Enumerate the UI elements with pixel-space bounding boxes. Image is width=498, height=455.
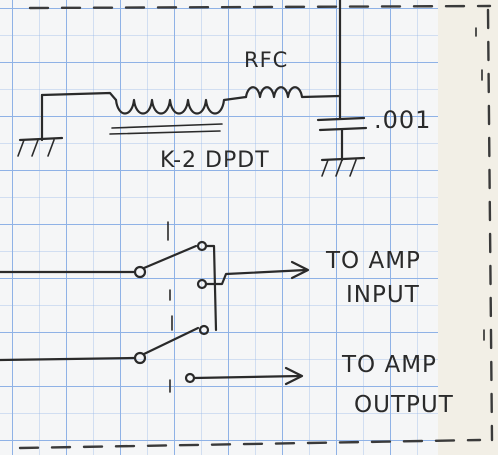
rfc-label: RFC [244,48,289,72]
ground-symbol-left [17,93,64,157]
upper-contact-nc [196,278,208,290]
lower-pole-blade [142,326,200,356]
relay-coil [114,95,248,115]
upper-contacts-to-bottom-link [204,244,218,332]
lower-pole-common-terminal [133,351,147,365]
lower-nc-to-output-wire [192,374,302,380]
enclosure-bottom-dashed-line [18,438,482,450]
amp-input-arrow [290,260,310,280]
capacitor-value-label: .001 [374,106,432,134]
relay-label: K-2 DPDT [160,148,270,173]
relay-core [109,123,223,135]
rfc-choke [244,86,342,99]
relay-mechanical-link [167,221,173,393]
upper-contact-no [196,240,208,252]
coil-wire-left [40,91,118,102]
ground-symbol-right [320,156,366,177]
amp-input-label-line2: INPUT [346,282,420,308]
output-line-wire [0,356,136,362]
amp-output-arrow [284,366,304,386]
enclosure-top-dashed-line [28,4,492,10]
upper-nc-to-output-wire [204,268,308,286]
lower-contact-nc [184,372,196,384]
upper-pole-blade [142,244,198,270]
amp-input-label-line1: TO AMP [326,248,421,274]
amp-output-label-line2: OUTPUT [354,392,454,418]
amp-output-label-line1: TO AMP [342,352,437,378]
stray-tick-marks [475,27,485,341]
capacitor-symbol [316,116,368,162]
lower-contact-no [198,324,210,336]
enclosure-right-dashed-line [486,8,494,442]
upper-pole-common-terminal [133,265,147,279]
